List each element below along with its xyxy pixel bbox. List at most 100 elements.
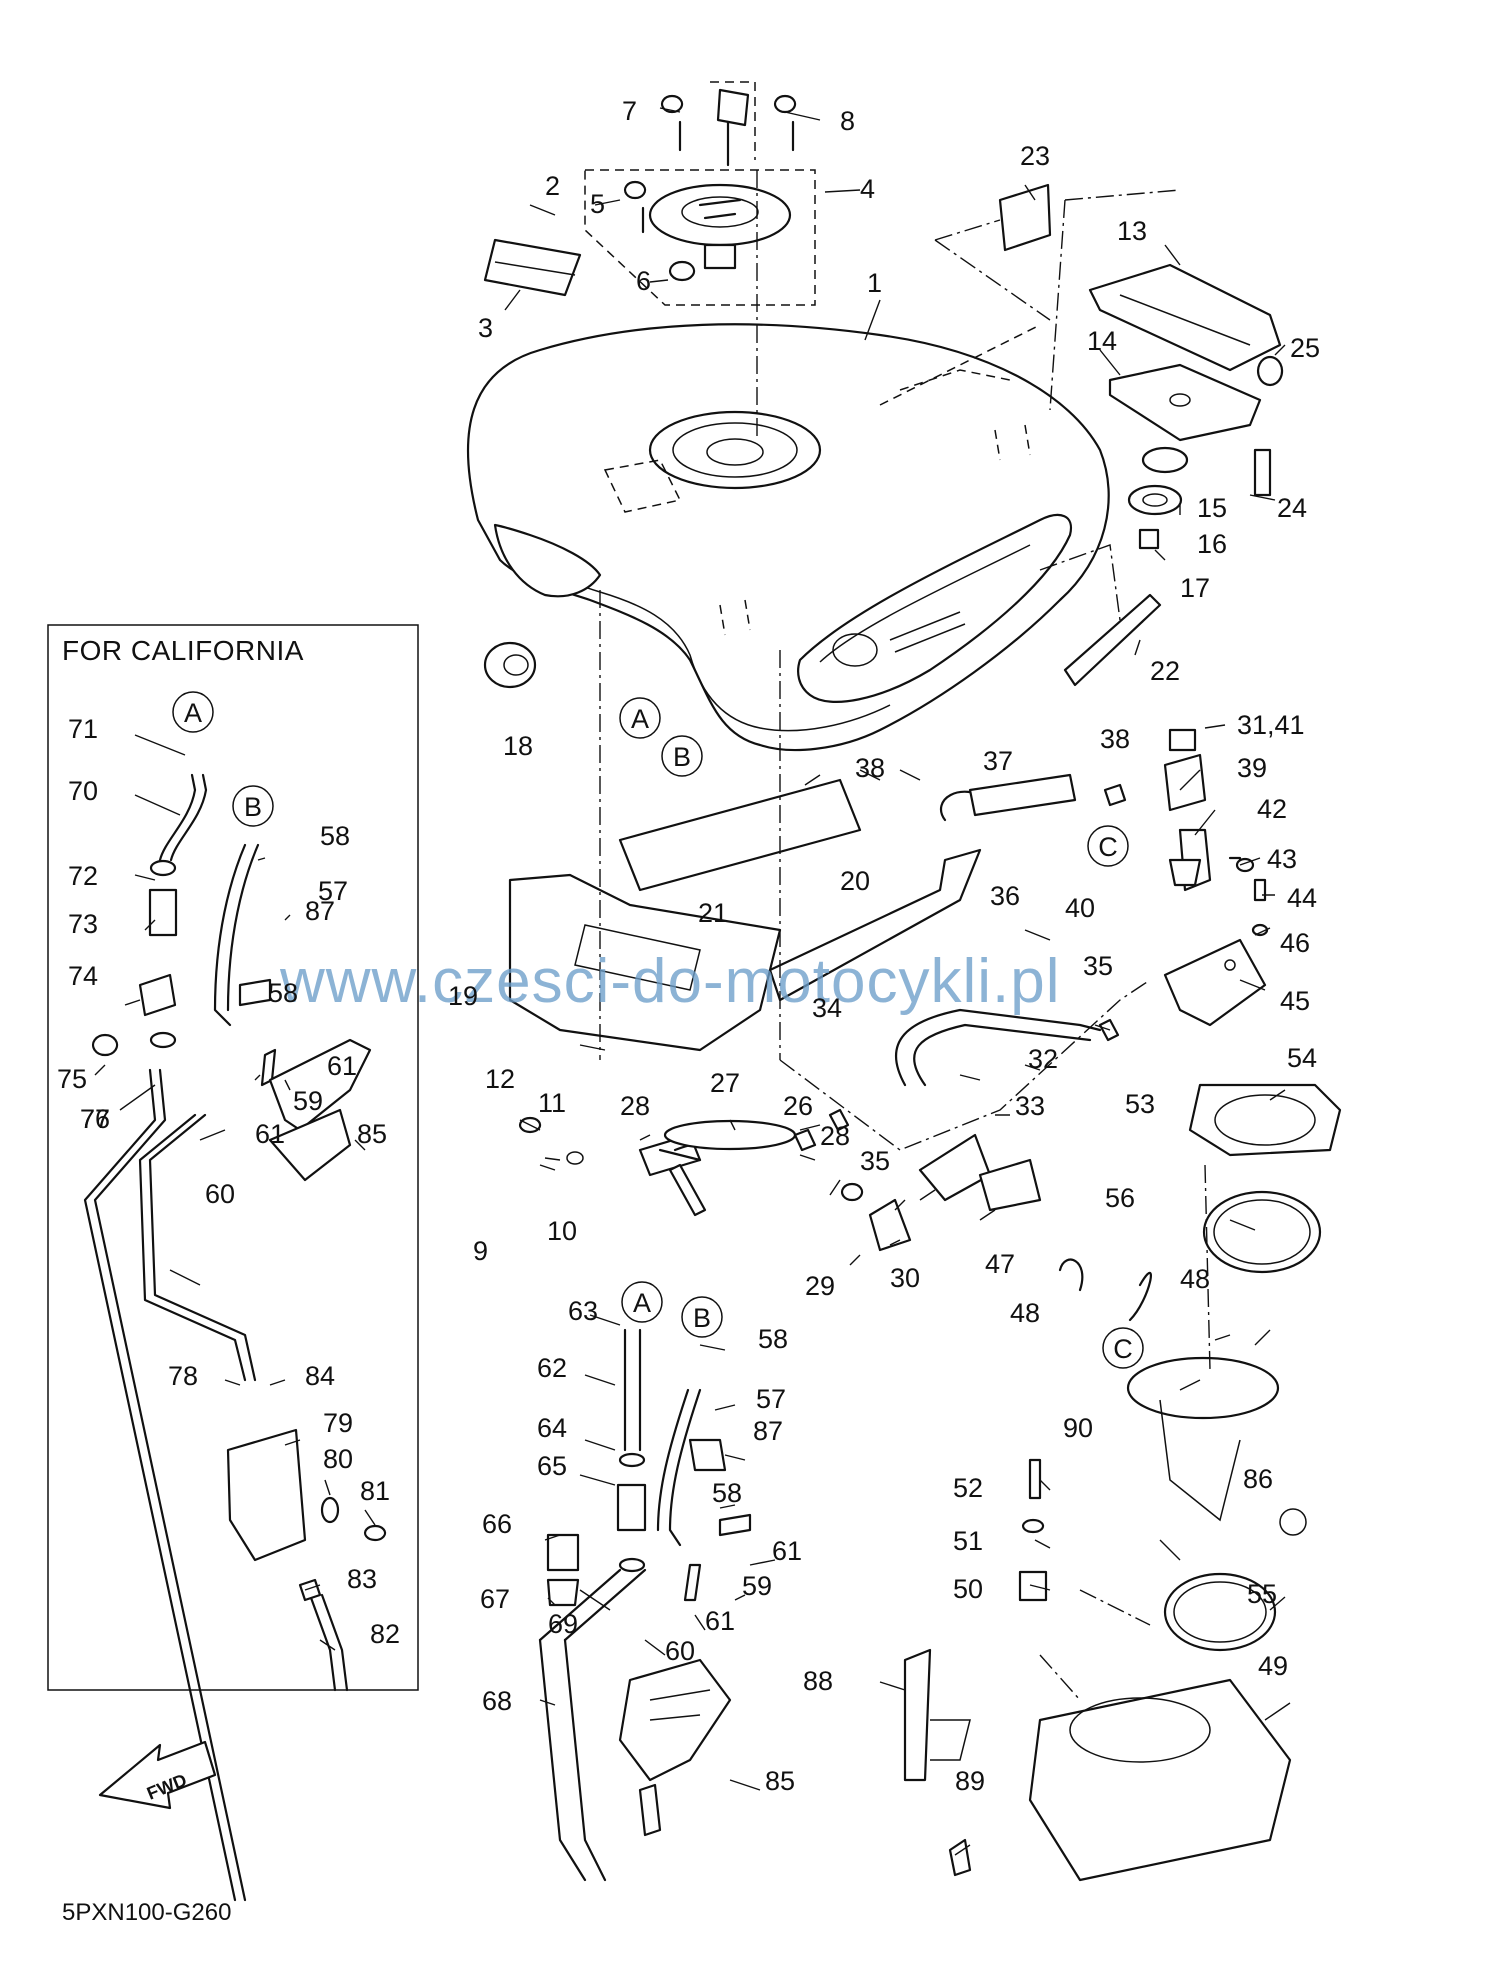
- callout-58c: 58: [758, 1324, 788, 1354]
- tank-bracket-assembly: [1039, 189, 1284, 687]
- callout-27: 27: [710, 1068, 740, 1098]
- callout-3: 3: [478, 313, 493, 343]
- tank-cap-assembly: [584, 81, 816, 440]
- callout-50: 50: [953, 1574, 983, 1604]
- california-box-frame: [47, 624, 419, 1691]
- callout-56: 56: [1105, 1183, 1135, 1213]
- callout-75: 75: [57, 1064, 87, 1094]
- callout-22: 22: [1150, 656, 1180, 686]
- callout-83: 83: [347, 1564, 377, 1594]
- dampers-and-mats: [483, 590, 982, 1060]
- forward-direction-arrow: FWD: [98, 1740, 217, 1810]
- california-inset: FOR CALIFORNIA: [47, 624, 419, 1902]
- callout-66: 66: [482, 1509, 512, 1539]
- callout-71: 71: [68, 714, 98, 744]
- callout-14: 14: [1087, 326, 1117, 356]
- ref-circle-a: [619, 697, 661, 739]
- decals: [483, 183, 1052, 321]
- callout-36: 36: [990, 881, 1020, 911]
- callout-82: 82: [370, 1619, 400, 1649]
- ref-circle-b-inset: [232, 785, 274, 827]
- callout-34: 34: [812, 993, 842, 1023]
- callout-8: 8: [840, 106, 855, 136]
- callout-45: 45: [1280, 986, 1310, 1016]
- callout-61a: 61: [327, 1051, 357, 1081]
- fuel-cock-and-sensors: [518, 728, 1269, 1252]
- callout-58d: 58: [712, 1478, 742, 1508]
- callout-54: 54: [1287, 1043, 1317, 1073]
- ref-letter-c: C: [1098, 832, 1118, 862]
- callout-19: 19: [448, 981, 478, 1011]
- callout-77: 77: [80, 1104, 110, 1134]
- ref-letter-a-inset: A: [184, 698, 202, 728]
- callout-16: 16: [1197, 529, 1227, 559]
- callout-48b: 48: [1180, 1264, 1210, 1294]
- ref-letter-a: A: [631, 704, 649, 734]
- callout-10: 10: [547, 1216, 577, 1246]
- callout-57a: 57: [318, 876, 348, 906]
- callout-85b: 85: [765, 1766, 795, 1796]
- fuel-pump-module: [903, 1083, 1342, 1882]
- callout-35b: 35: [860, 1146, 890, 1176]
- fwd-arrow-icon: [98, 1740, 217, 1810]
- callout-49: 49: [1258, 1651, 1288, 1681]
- callout-84: 84: [305, 1361, 335, 1391]
- drawing-code: 5PXN100-G260: [62, 1899, 231, 1926]
- callout-4: 4: [860, 174, 875, 204]
- callout-1: 1: [867, 268, 882, 298]
- callout-58a: 58: [320, 821, 350, 851]
- callout-7: 7: [622, 96, 637, 126]
- callout-28b: 28: [820, 1121, 850, 1151]
- callout-62: 62: [537, 1353, 567, 1383]
- callout-47: 47: [985, 1249, 1015, 1279]
- callout-57b: 57: [756, 1384, 786, 1414]
- ref-circle-c-lower: [1102, 1327, 1144, 1369]
- callout-20: 20: [840, 866, 870, 896]
- callout-86: 86: [1243, 1464, 1273, 1494]
- ref-letter-a-lower: A: [633, 1288, 651, 1318]
- callout-43: 43: [1267, 844, 1297, 874]
- callout-69: 69: [548, 1609, 578, 1639]
- callout-9: 9: [473, 1236, 488, 1266]
- callout-32: 32: [1028, 1044, 1058, 1074]
- callout-87a: 87: [305, 896, 335, 926]
- callout-85a: 85: [357, 1119, 387, 1149]
- callout-59a: 59: [293, 1086, 323, 1116]
- callout-26: 26: [783, 1091, 813, 1121]
- callout-24: 24: [1277, 493, 1307, 523]
- callout-55: 55: [1247, 1579, 1277, 1609]
- ref-letter-c-lower: C: [1113, 1334, 1133, 1364]
- callout-60a: 60: [205, 1179, 235, 1209]
- ref-letter-b-lower: B: [693, 1303, 711, 1333]
- callout-6: 6: [636, 266, 651, 296]
- callout-11: 11: [538, 1088, 566, 1118]
- callout-44: 44: [1287, 883, 1317, 913]
- callout-48a: 48: [1010, 1298, 1040, 1328]
- callout-30: 30: [890, 1263, 920, 1293]
- callout-17: 17: [1180, 573, 1210, 603]
- callout-12: 12: [485, 1064, 515, 1094]
- callout-74: 74: [68, 961, 98, 991]
- ref-circle-a-lower: [621, 1281, 663, 1323]
- callout-67: 67: [480, 1584, 510, 1614]
- callout-79: 79: [323, 1408, 353, 1438]
- callout-61c: 61: [772, 1536, 802, 1566]
- california-box-title: FOR CALIFORNIA: [62, 635, 304, 666]
- fuel-tank: [466, 323, 1110, 752]
- callout-33: 33: [1015, 1091, 1045, 1121]
- ref-letter-b: B: [673, 742, 691, 772]
- callout-72: 72: [68, 861, 98, 891]
- callout-73: 73: [68, 909, 98, 939]
- ref-circle-a-inset: [172, 691, 214, 733]
- callout-29: 29: [805, 1271, 835, 1301]
- callout-52: 52: [953, 1473, 983, 1503]
- ref-circle-b: [661, 735, 703, 777]
- callout-68: 68: [482, 1686, 512, 1716]
- ref-letter-b-inset: B: [244, 792, 262, 822]
- callout-15: 15: [1197, 493, 1227, 523]
- callout-78: 78: [168, 1361, 198, 1391]
- callout-2: 2: [545, 171, 560, 201]
- callout-90: 90: [1063, 1413, 1093, 1443]
- ref-circle-b-lower: [681, 1296, 723, 1338]
- callout-64: 64: [537, 1413, 567, 1443]
